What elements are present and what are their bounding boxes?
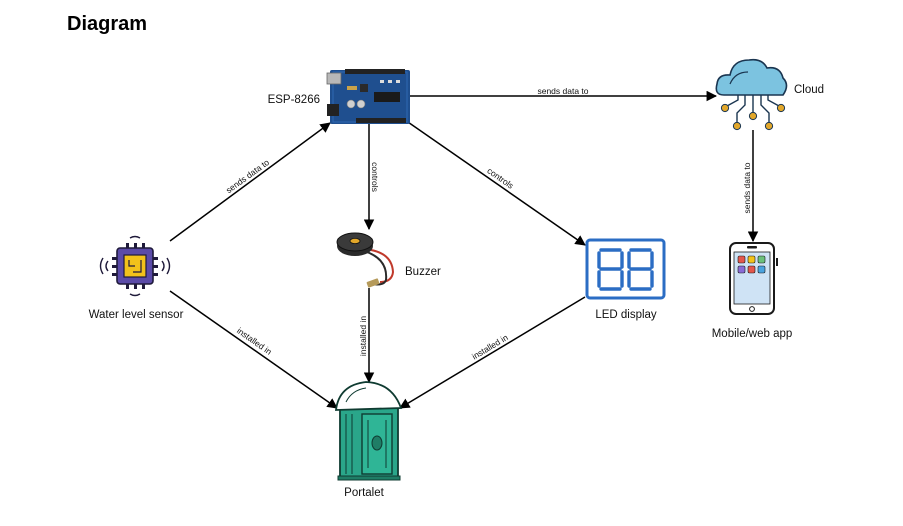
node-label: Cloud <box>794 84 824 96</box>
node-label: Buzzer <box>405 266 441 278</box>
edge-label: sends data to <box>537 86 588 96</box>
node-label: LED display <box>595 309 657 321</box>
smartphone-icon <box>729 242 778 315</box>
edge-label: sends data to <box>224 157 271 195</box>
edge-label: installed in <box>470 332 510 361</box>
edge-led-to-portalet: installed in <box>399 296 586 409</box>
sensor-chip-icon <box>99 235 171 297</box>
edge-label: installed in <box>358 316 368 356</box>
node-label: ESP-8266 <box>268 94 320 106</box>
edges: sends data to sends data to sends data t… <box>169 86 759 409</box>
node-cloud: Cloud <box>715 58 824 131</box>
node-esp8266: ESP-8266 <box>268 69 410 124</box>
edge-label: sends data to <box>742 162 752 213</box>
node-buzzer: Buzzer <box>336 232 441 288</box>
edge-label: controls <box>370 162 380 192</box>
portable-toilet-icon <box>334 381 403 481</box>
edge-sensor-to-esp: sends data to <box>169 122 331 242</box>
microcontroller-board-icon <box>326 69 410 124</box>
buzzer-icon <box>336 232 395 288</box>
node-mobile-web-app: Mobile/web app <box>712 242 793 340</box>
node-label: Portalet <box>344 487 384 499</box>
page-title: Diagram <box>67 13 148 35</box>
node-water-level-sensor: Water level sensor <box>89 235 184 321</box>
node-portalet: Portalet <box>334 381 403 499</box>
node-led-display: LED display <box>585 238 666 321</box>
cloud-icon <box>715 58 788 131</box>
edge-esp-to-buzzer: controls <box>363 124 380 231</box>
edge-esp-to-cloud: sends data to <box>410 86 718 102</box>
seven-segment-display-icon <box>585 238 666 300</box>
node-label: Mobile/web app <box>712 328 793 340</box>
edge-cloud-to-mobile: sends data to <box>742 130 759 243</box>
edge-sensor-to-portalet: installed in <box>169 290 338 409</box>
node-label: Water level sensor <box>89 309 184 321</box>
edge-esp-to-led: controls <box>404 119 586 246</box>
edge-buzzer-to-portalet: installed in <box>358 288 375 384</box>
